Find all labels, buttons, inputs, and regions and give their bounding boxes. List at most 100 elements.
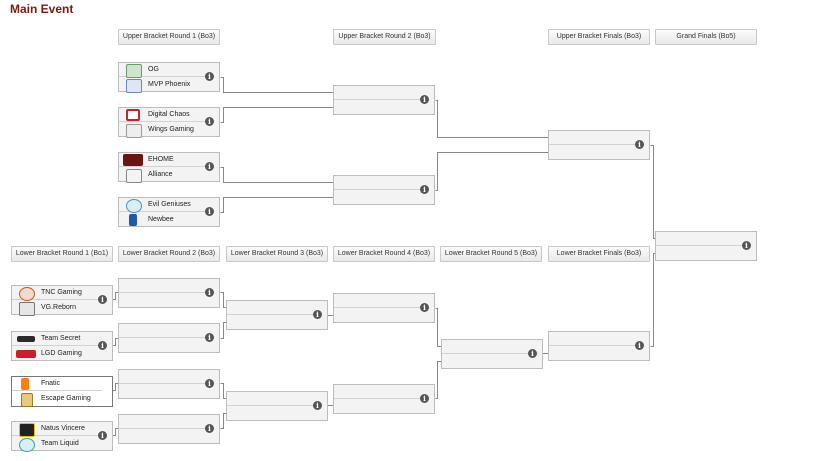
- info-icon[interactable]: [420, 95, 429, 104]
- match-lb2-2[interactable]: [118, 323, 220, 353]
- info-icon[interactable]: [313, 401, 322, 410]
- team-slot[interactable]: Fnatic: [12, 377, 102, 391]
- match-lb1-2[interactable]: Team Secret LGD Gaming: [11, 331, 113, 361]
- team-slot[interactable]: [334, 101, 424, 115]
- info-icon[interactable]: [205, 207, 214, 216]
- info-icon[interactable]: [98, 341, 107, 350]
- team-slot[interactable]: [227, 316, 317, 330]
- match-lb5[interactable]: [441, 339, 543, 369]
- team-slot[interactable]: Natus Vincere: [12, 422, 102, 437]
- info-icon[interactable]: [205, 379, 214, 388]
- match-ub2-2[interactable]: [333, 175, 435, 205]
- info-icon[interactable]: [205, 333, 214, 342]
- info-icon[interactable]: [98, 295, 107, 304]
- team-slot[interactable]: [119, 279, 209, 293]
- team-slot[interactable]: [656, 247, 746, 261]
- team-slot[interactable]: Escape Gaming: [12, 392, 102, 407]
- match-lb4-2[interactable]: [333, 384, 435, 414]
- alliance-logo-icon: [126, 169, 142, 183]
- header-lower-round-1: Lower Bracket Round 1 (Bo1): [11, 246, 113, 262]
- team-slot[interactable]: VG.Reborn: [12, 301, 102, 316]
- match-grand-final[interactable]: [655, 231, 757, 261]
- team-slot[interactable]: EHOME: [119, 153, 209, 167]
- team-slot[interactable]: [549, 332, 639, 346]
- team-slot[interactable]: [334, 294, 424, 308]
- team-slot[interactable]: [334, 400, 424, 414]
- connector-ub1-c: [220, 167, 333, 183]
- wings-gaming-logo-icon: [126, 124, 142, 138]
- match-lb3-2[interactable]: [226, 391, 328, 421]
- team-slot[interactable]: [334, 176, 424, 190]
- info-icon[interactable]: [528, 349, 537, 358]
- team-name: Evil Geniuses: [148, 201, 191, 208]
- team-name: VG.Reborn: [41, 304, 77, 311]
- team-slot[interactable]: MVP Phoenix: [119, 78, 209, 93]
- team-slot[interactable]: [119, 385, 209, 399]
- team-slot[interactable]: [549, 131, 639, 145]
- team-slot[interactable]: [334, 191, 424, 205]
- team-slot[interactable]: [119, 294, 209, 308]
- match-ub1-3[interactable]: EHOME Alliance: [118, 152, 220, 183]
- team-slot[interactable]: TNC Gaming: [12, 286, 102, 301]
- match-lb1-3[interactable]: Fnatic Escape Gaming: [11, 376, 113, 407]
- team-slot[interactable]: [442, 340, 532, 354]
- info-icon[interactable]: [98, 431, 107, 440]
- match-lb2-4[interactable]: [118, 414, 220, 444]
- match-ub-final[interactable]: [548, 130, 650, 160]
- match-lb3-1[interactable]: [226, 300, 328, 330]
- info-icon[interactable]: [313, 310, 322, 319]
- match-lb1-4[interactable]: Natus Vincere Team Liquid: [11, 421, 113, 452]
- header-grand-finals: Grand Finals (Bo5): [655, 29, 757, 45]
- team-slot[interactable]: [549, 146, 639, 160]
- match-ub1-1[interactable]: OG MVP Phoenix: [118, 62, 220, 93]
- match-ub2-1[interactable]: [333, 85, 435, 115]
- team-slot[interactable]: [119, 415, 209, 429]
- team-slot[interactable]: [119, 324, 209, 338]
- team-slot[interactable]: [119, 339, 209, 353]
- info-icon[interactable]: [420, 185, 429, 194]
- team-slot[interactable]: [334, 86, 424, 100]
- team-slot[interactable]: [334, 385, 424, 399]
- match-lb-final[interactable]: [548, 331, 650, 361]
- info-icon[interactable]: [635, 341, 644, 350]
- team-slot[interactable]: Alliance: [119, 168, 209, 183]
- team-slot[interactable]: [119, 370, 209, 384]
- team-slot[interactable]: [119, 430, 209, 444]
- team-name: OG: [148, 66, 159, 73]
- info-icon[interactable]: [635, 140, 644, 149]
- team-slot[interactable]: Team Secret: [12, 332, 102, 346]
- team-slot[interactable]: OG: [119, 63, 209, 78]
- digital-chaos-logo-icon: [126, 109, 140, 121]
- info-icon[interactable]: [205, 117, 214, 126]
- match-lb2-1[interactable]: [118, 278, 220, 308]
- match-lb4-1[interactable]: [333, 293, 435, 323]
- team-slot[interactable]: [442, 355, 532, 369]
- match-lb2-3[interactable]: [118, 369, 220, 399]
- team-slot[interactable]: [227, 407, 317, 421]
- team-slot[interactable]: Digital Chaos: [119, 108, 209, 122]
- team-slot[interactable]: Wings Gaming: [119, 123, 209, 138]
- match-ub1-4[interactable]: Evil Geniuses Newbee: [118, 197, 220, 227]
- tnc-gaming-logo-icon: [19, 287, 35, 301]
- info-icon[interactable]: [205, 288, 214, 297]
- info-icon[interactable]: [205, 72, 214, 81]
- team-slot[interactable]: [549, 347, 639, 361]
- info-icon[interactable]: [420, 394, 429, 403]
- match-lb1-1[interactable]: TNC Gaming VG.Reborn: [11, 285, 113, 316]
- team-slot[interactable]: Evil Geniuses: [119, 198, 209, 213]
- info-icon[interactable]: [742, 241, 751, 250]
- connector-lb2-b: [220, 322, 226, 339]
- team-slot[interactable]: Newbee: [119, 213, 209, 227]
- info-icon[interactable]: [420, 303, 429, 312]
- match-ub1-2[interactable]: Digital Chaos Wings Gaming: [118, 107, 220, 138]
- connector-lb2-d: [220, 413, 226, 429]
- team-name: Escape Gaming: [41, 395, 91, 402]
- team-slot[interactable]: [227, 392, 317, 406]
- info-icon[interactable]: [205, 424, 214, 433]
- info-icon[interactable]: [205, 162, 214, 171]
- team-slot[interactable]: [334, 309, 424, 323]
- team-slot[interactable]: Team Liquid: [12, 437, 102, 452]
- team-slot[interactable]: LGD Gaming: [12, 347, 102, 361]
- team-slot[interactable]: [227, 301, 317, 315]
- team-slot[interactable]: [656, 232, 746, 246]
